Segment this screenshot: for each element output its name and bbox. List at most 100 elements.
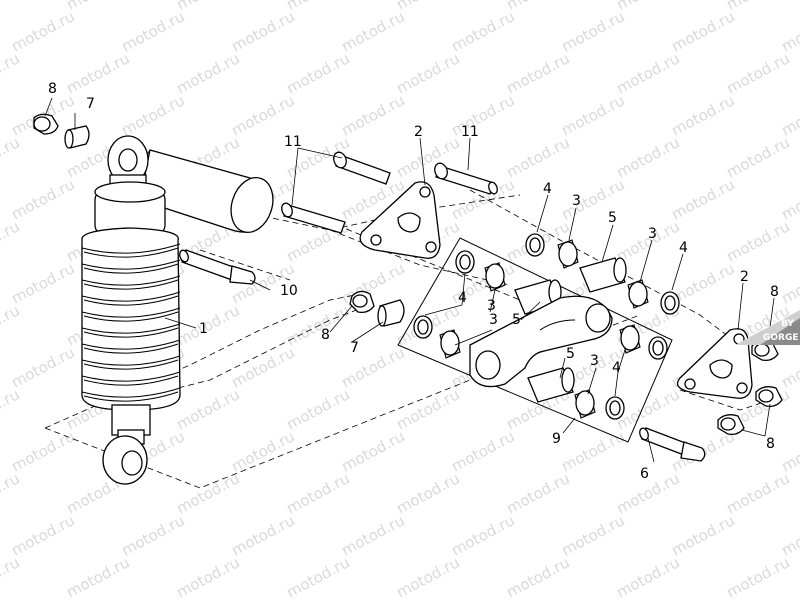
linkage-kit-outline — [397, 237, 673, 443]
callout-3-b: 3 — [648, 226, 657, 242]
bearing-3-e — [619, 324, 641, 354]
link-plate-upper — [359, 181, 441, 259]
watermark-text: motod.ru — [778, 427, 800, 475]
bearing-3-d — [627, 279, 649, 309]
watermark-text: motod.ru — [283, 553, 352, 600]
watermark-text: motod.ru — [0, 385, 23, 433]
nut-8-right-2 — [755, 386, 783, 408]
spring-coil — [81, 323, 181, 334]
watermark-text: motod.ru — [283, 469, 352, 517]
watermark-text: motod.ru — [118, 511, 187, 559]
watermark-text: motod.ru — [503, 553, 572, 600]
spring-coil — [81, 259, 181, 270]
callout-8-middle: 8 — [321, 327, 330, 343]
watermark-text: motod.ru — [558, 511, 627, 559]
bolt-6 — [639, 427, 706, 462]
watermark-text: motod.ru — [668, 175, 737, 223]
watermark-text: motod.ru — [338, 511, 407, 559]
callout-5-b: 5 — [512, 312, 521, 328]
watermark-text: motod.ru — [283, 0, 352, 14]
spring-coil — [83, 359, 179, 370]
callout-1: 1 — [199, 321, 208, 337]
watermark-text: motod.ru — [228, 343, 297, 391]
spring-coil — [83, 375, 179, 386]
watermark-text: motod.ru — [448, 91, 517, 139]
watermark-text: motod.ru — [338, 7, 407, 55]
watermark-text: motod.ru — [558, 175, 627, 223]
callout-4-d: 4 — [612, 360, 621, 376]
callout-labels: 1 2 2 3 3 3 3 3 4 4 4 4 5 5 5 6 7 7 8 8 … — [48, 81, 779, 482]
watermark-text: motod.ru — [338, 91, 407, 139]
watermark-text: motod.ru — [503, 0, 572, 14]
spacer-5-c — [527, 367, 575, 403]
watermark-text: motod.ru — [228, 511, 297, 559]
watermark-text: motod.ru — [118, 7, 187, 55]
watermark-text: motod.ru — [338, 427, 407, 475]
callout-3-d: 3 — [489, 312, 498, 328]
watermark-text: motod.ru — [503, 469, 572, 517]
watermark-text: motod.ru — [723, 217, 792, 265]
spring-coil — [83, 279, 179, 290]
watermark-text: motod.ru — [393, 385, 462, 433]
callout-5-c: 5 — [566, 346, 575, 362]
watermark-text: motod.ru — [448, 7, 517, 55]
spring-coil — [83, 327, 179, 338]
watermark-text: motod.ru — [338, 343, 407, 391]
spacer-5-a — [579, 257, 627, 293]
bearing-3-b — [484, 262, 506, 292]
callout-8-right-top: 8 — [770, 284, 779, 300]
watermark-text: motod.ru — [448, 427, 517, 475]
bolt-11-right — [434, 162, 498, 195]
watermark-text: motod.ru — [613, 553, 682, 600]
watermark-text: motod.ru — [393, 0, 462, 14]
watermark-text: motod.ru — [8, 343, 77, 391]
seal-4-d — [660, 291, 680, 315]
watermark-text: motod.ru — [228, 7, 297, 55]
watermark-text: motod.ru — [228, 427, 297, 475]
nut-8-middle — [349, 290, 375, 314]
callout-8-top: 8 — [48, 81, 57, 97]
watermark-text: motod.ru — [0, 301, 23, 349]
watermark-text: motod.ru — [668, 7, 737, 55]
bushing-7-top — [64, 125, 90, 149]
watermark-text: motod.ru — [0, 217, 23, 265]
callout-5-a: 5 — [608, 210, 617, 226]
watermark-text: motod.ru — [723, 0, 792, 14]
seal-4-c — [413, 315, 433, 339]
watermark-text: motod.ru — [393, 469, 462, 517]
watermark-text: motod.ru — [283, 301, 352, 349]
link-plate-lower — [676, 328, 753, 399]
callout-10: 10 — [280, 283, 298, 299]
corner-logo: BY GORGE — [735, 310, 800, 345]
spring-coil — [83, 311, 179, 322]
watermark-text: motod.ru — [723, 553, 792, 600]
watermark-text: motod.ru — [558, 91, 627, 139]
watermark-text: motod.ru — [503, 49, 572, 97]
callout-2-lower: 2 — [740, 269, 749, 285]
spring-coil — [81, 355, 181, 366]
spring-coil — [81, 275, 181, 286]
bolt-11-mid — [333, 151, 391, 185]
callout-8-right-bottom: 8 — [766, 436, 775, 452]
callout-6: 6 — [640, 466, 649, 482]
watermark-text: motod.ru — [8, 427, 77, 475]
watermark-text: motod.ru — [668, 511, 737, 559]
watermark-text: motod.ru — [118, 91, 187, 139]
watermark-text: motod.ru — [393, 49, 462, 97]
leader-lines — [44, 97, 775, 463]
watermark-text: motod.ru — [558, 427, 627, 475]
callout-11-right: 11 — [461, 124, 479, 140]
watermark-text: motod.ru — [173, 385, 242, 433]
watermark-text: motod.ru — [8, 7, 77, 55]
callout-3-a: 3 — [572, 193, 581, 209]
watermark-text: motod.ru — [173, 0, 242, 14]
watermark-text: motod.ru — [613, 133, 682, 181]
watermark-text: motod.ru — [613, 0, 682, 14]
watermark-text: motod.ru — [228, 91, 297, 139]
spring-coil — [83, 295, 179, 306]
callout-2-upper: 2 — [414, 124, 423, 140]
watermark-text: motod.ru — [8, 259, 77, 307]
watermark-text: motod.ru — [778, 175, 800, 223]
callout-4-b: 4 — [679, 240, 688, 256]
